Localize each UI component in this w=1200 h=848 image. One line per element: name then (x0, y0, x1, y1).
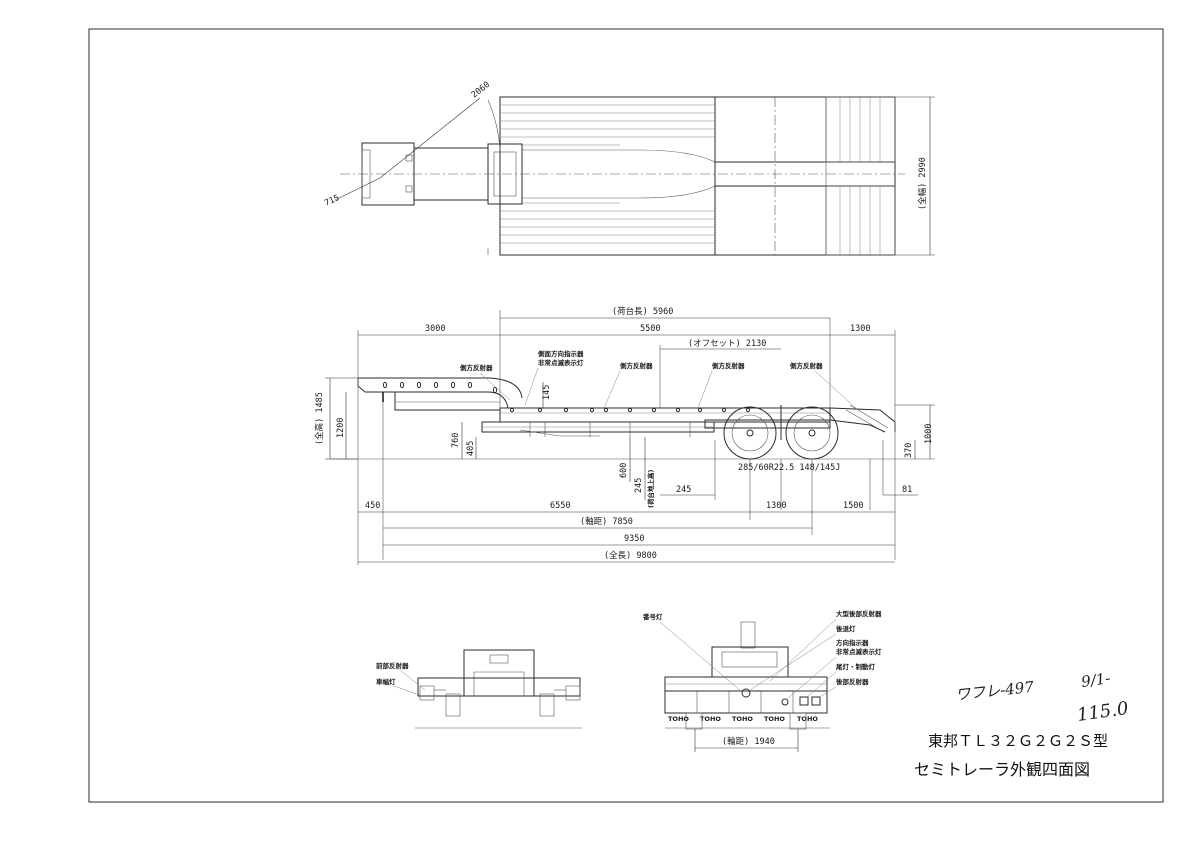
height-405-dim: 405 (466, 441, 476, 456)
height-1200-dim: 1200 (336, 418, 346, 438)
rear-brand-1: TOHO (668, 715, 689, 723)
handwritten-note-2: 9/1- (1080, 669, 1111, 691)
track-width-dim: (輪距) 1940 (722, 736, 775, 747)
deck-length-label: (荷台長) 5960 (612, 306, 673, 317)
rear-brand-2: TOHO (700, 715, 721, 723)
label-side-turn-2: 非常点滅表示灯 (538, 358, 584, 367)
handwritten-note-3: 115.0 (1076, 698, 1130, 726)
label-plate-lamp: 番号灯 (642, 612, 663, 621)
gooseneck-holes (382, 381, 498, 394)
label-large-rear-reflector: 大型後部反射器 (836, 609, 882, 618)
front-view: 前部反射器 車幅灯 (376, 649, 582, 729)
label-reverse-lamp: 後退灯 (836, 624, 856, 633)
label-side-turn: 側面方向指示器 (537, 349, 584, 358)
height-1000-dim: 1000 (924, 424, 934, 444)
height-145-dim: 145 (542, 385, 552, 400)
offset-dim: (オフセット) 2130 (688, 339, 766, 349)
overall-height-dim: (全高) 1485 (314, 392, 325, 445)
height-760-dim: 760 (451, 433, 461, 448)
handwritten-note-1: ワフレ-497 (955, 678, 1036, 704)
label-side-reflector-4: 側方反射器 (789, 361, 823, 370)
gooseneck-dim: 3000 (425, 324, 445, 334)
rear-brand-3: TOHO (732, 715, 753, 723)
label-width-lamp: 車幅灯 (376, 677, 396, 686)
height-600-dim: 600 (619, 463, 629, 478)
ground-clearance-label: (荷台地上高) (646, 470, 655, 508)
rear-brand-4: TOHO (764, 715, 785, 723)
deck-planks (500, 104, 715, 244)
label-front-reflector: 前部反射器 (376, 661, 409, 670)
width-6550-dim: 6550 (550, 501, 570, 511)
height-245-dim: 245 (634, 478, 644, 493)
height-370-dim: 370 (904, 443, 914, 458)
label-side-reflector-3: 側方反射器 (711, 361, 745, 370)
rear-brand-5: TOHO (797, 715, 818, 723)
width-245-dim: 245 (676, 485, 691, 495)
label-rear-reflector: 後部反射器 (836, 677, 869, 686)
length-9350-dim: 9350 (624, 534, 644, 544)
drawing-title-line2: セミトレーラ外観四面図 (914, 760, 1090, 779)
swing-radius-label: 2060 (470, 80, 492, 100)
wheelbase-dim: (軸距) 7850 (580, 516, 633, 527)
label-turn-indicator: 方向指示器 (836, 638, 869, 647)
width-1300b-dim: 1300 (766, 501, 786, 511)
label-hazard-lamp: 非常点滅表示灯 (836, 647, 882, 656)
rear-overhang-dim: 1300 (850, 324, 870, 334)
width-1500-dim: 1500 (843, 501, 863, 511)
rear-view: TOHO TOHO TOHO TOHO TOHO (輪距) 1940 番号灯 大… (642, 609, 882, 752)
tire-size-label: 285/60R22.5 148/145J (738, 463, 840, 473)
deck-holes (510, 407, 750, 413)
side-view: (荷台長) 5960 3000 5500 1300 (オフセット) 2130 側… (314, 306, 935, 565)
drawing-border (88, 28, 1164, 803)
overall-width-label: (全幅) 2990 (917, 157, 928, 210)
label-side-reflector-2: 側方反射器 (619, 361, 653, 370)
drawing-title-line1: 東邦ＴＬ３２Ｇ２Ｇ２Ｓ型 (928, 732, 1108, 750)
overall-length-dim: (全長) 9800 (604, 550, 657, 561)
label-side-reflector-1: 側方反射器 (459, 363, 493, 372)
top-view: 2060 715 (全幅) 2990 (323, 80, 935, 256)
label-tail-brake-lamp: 尾灯・制動灯 (835, 662, 876, 671)
main-span-dim: 5500 (640, 324, 660, 334)
width-81-dim: 81 (902, 485, 912, 495)
front-overhang-label: 715 (323, 193, 341, 209)
width-450-dim: 450 (365, 501, 380, 511)
